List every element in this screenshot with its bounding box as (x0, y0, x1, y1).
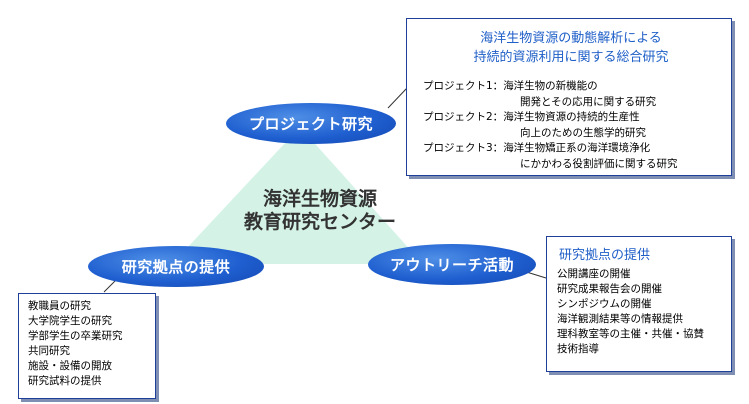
research-heading: 海洋生物資源の動態解析による 持続的資源利用に関する総合研究 (421, 29, 721, 67)
outreach-detail-box: 研究拠点の提供 公開講座の開催 研究成果報告会の開催 シンポジウムの開催 海洋観… (546, 236, 732, 372)
list-item: 理科教室等の主催・共催・協賛 (557, 328, 704, 340)
project-line1: 海洋生物矯正系の海洋環境浄化 (503, 142, 651, 154)
list-item: 海洋観測結果等の情報提供 (557, 313, 683, 325)
project-line1: 海洋生物の新機能の (503, 80, 598, 92)
project-item: プロジェクト1： 海洋生物の新機能の (423, 79, 678, 95)
node-research-base: 研究拠点の提供 (88, 246, 264, 287)
list-item: 研究試料の提供 (28, 375, 102, 387)
node-outreach-label: アウトリーチ活動 (389, 256, 514, 274)
outreach-item-list: 公開講座の開催 研究成果報告会の開催 シンポジウムの開催 海洋観測結果等の情報提… (557, 267, 704, 357)
list-item: 技術指導 (557, 343, 599, 355)
base-item-list: 教職員の研究 大学院学生の研究 学部学生の卒業研究 共同研究 施設・設備の開放 … (28, 299, 123, 389)
list-item: 大学院学生の研究 (28, 315, 112, 327)
project-item: プロジェクト3： 海洋生物矯正系の海洋環境浄化 (423, 141, 678, 157)
list-item: シンポジウムの開催 (557, 298, 652, 310)
list-item: 研究成果報告会の開催 (557, 283, 662, 295)
project-list: プロジェクト1： 海洋生物の新機能の 開発とその応用に関する研究 プロジェクト2… (423, 79, 678, 172)
research-heading-line1: 海洋生物資源の動態解析による (480, 31, 662, 46)
node-project-research: プロジェクト研究 (226, 103, 396, 144)
list-item: 教職員の研究 (28, 300, 91, 312)
list-item: 公開講座の開催 (557, 268, 631, 280)
project-item: プロジェクト2： 海洋生物資源の持続的生産性 (423, 110, 678, 126)
outreach-heading: 研究拠点の提供 (559, 248, 651, 263)
base-detail-box: 教職員の研究 大学院学生の研究 学部学生の卒業研究 共同研究 施設・設備の開放 … (18, 293, 156, 399)
list-item: 施設・設備の開放 (28, 360, 112, 372)
list-item: 学部学生の卒業研究 (28, 330, 123, 342)
project-label: プロジェクト1： (423, 80, 504, 92)
project-line2: 開発とその応用に関する研究 (520, 95, 657, 108)
node-research-base-label: 研究拠点の提供 (121, 258, 231, 276)
center-triangle (172, 127, 423, 264)
project-label: プロジェクト2： (423, 111, 504, 123)
node-outreach: アウトリーチ活動 (368, 244, 536, 285)
project-line2: にかかわる役割評価に関する研究 (520, 157, 678, 170)
center-title-line2: 教育研究センター (243, 211, 396, 233)
research-detail-box: 海洋生物資源の動態解析による 持続的資源利用に関する総合研究 プロジェクト1： … (406, 18, 732, 176)
project-line2: 向上のための生態学的研究 (520, 126, 646, 139)
node-project-research-label: プロジェクト研究 (248, 115, 373, 133)
connector-research (387, 87, 408, 109)
project-label: プロジェクト3： (423, 142, 504, 154)
center-title: 海洋生物資源 教育研究センター (210, 188, 430, 234)
list-item: 共同研究 (28, 345, 70, 357)
center-title-line1: 海洋生物資源 (262, 188, 377, 210)
project-line1: 海洋生物資源の持続的生産性 (503, 111, 640, 123)
research-heading-line2: 持続的資源利用に関する総合研究 (473, 50, 669, 65)
